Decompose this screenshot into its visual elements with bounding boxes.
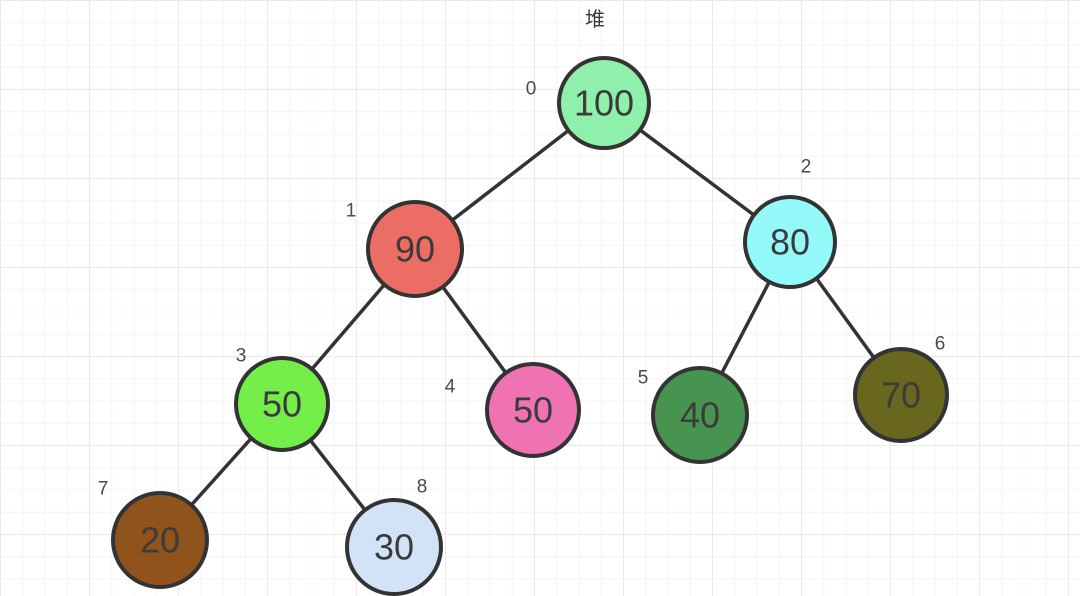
- node-index-label: 1: [346, 201, 357, 222]
- node-value: 80: [770, 222, 810, 263]
- tree-node-circle[interactable]: [743, 195, 837, 289]
- node-value: 50: [262, 384, 302, 425]
- node-index-label: 3: [236, 346, 247, 367]
- node-index-label: 8: [417, 477, 428, 498]
- tree-node-circle[interactable]: [345, 498, 443, 596]
- node-index-label: 4: [445, 377, 456, 398]
- node-value: 40: [680, 395, 720, 436]
- tree-node-circle[interactable]: [853, 347, 949, 443]
- node-value: 70: [881, 375, 921, 416]
- node-value: 30: [374, 527, 414, 568]
- node-index-label: 5: [638, 368, 649, 389]
- node-index-label: 7: [98, 479, 109, 500]
- tree-node-circle[interactable]: [651, 366, 749, 464]
- node-index-label: 2: [801, 157, 812, 178]
- tree-node-circle[interactable]: [485, 362, 581, 458]
- tree-node-circle[interactable]: [366, 200, 464, 298]
- tree-node-circle[interactable]: [234, 356, 330, 452]
- node-value: 90: [395, 229, 435, 270]
- tree-node-circle[interactable]: [557, 56, 651, 150]
- diagram-title: 堆: [585, 9, 605, 31]
- node-value: 20: [140, 520, 180, 561]
- node-value: 100: [574, 83, 634, 124]
- tree-node-circle[interactable]: [111, 491, 209, 589]
- node-index-label: 6: [935, 334, 946, 355]
- node-value: 50: [513, 390, 553, 431]
- node-index-label: 0: [526, 79, 537, 100]
